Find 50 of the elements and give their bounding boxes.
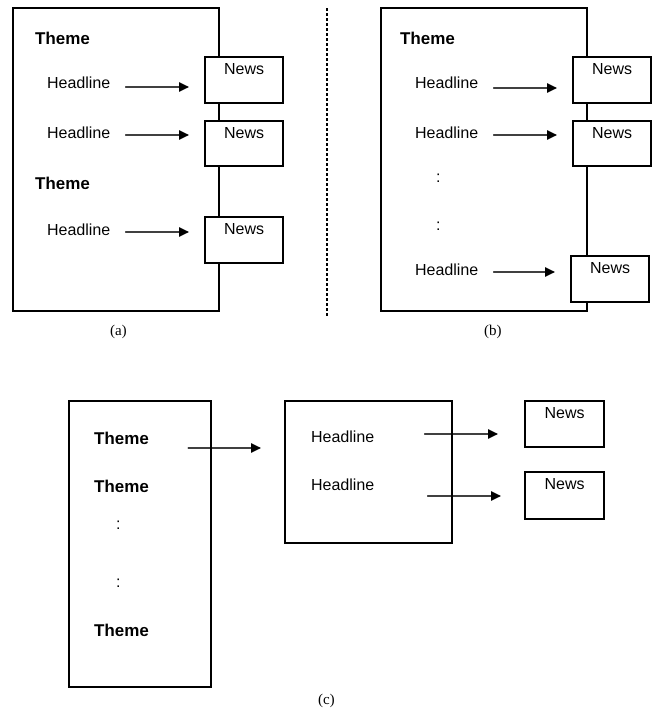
headline-text: Headline	[415, 124, 478, 144]
node-text: News	[224, 220, 264, 240]
headline-text: Headline	[47, 74, 110, 94]
node-text: News	[590, 259, 630, 279]
theme-heading: Theme	[94, 620, 149, 642]
news-box	[524, 471, 605, 520]
arrow	[125, 227, 189, 237]
arrow	[427, 491, 501, 501]
node-text: News	[592, 124, 632, 144]
theme-heading: Theme	[35, 173, 90, 194]
theme-heading: Theme	[35, 28, 90, 50]
panel-caption: (a)	[110, 322, 127, 341]
arrow	[125, 82, 189, 92]
panel-caption: (c)	[318, 691, 335, 710]
news-box	[572, 56, 652, 104]
arrow	[493, 130, 557, 140]
ellipsis-dots: :	[116, 573, 120, 593]
panel-box	[12, 7, 220, 312]
node-text: News	[224, 60, 264, 80]
news-box	[204, 56, 284, 104]
news-box	[570, 255, 650, 303]
headline-text: Headline	[415, 261, 478, 281]
headline-text: Headline	[415, 74, 478, 94]
theme-heading: Theme	[94, 476, 149, 498]
node-text: News	[224, 124, 264, 144]
ellipsis-dots: :	[436, 216, 440, 236]
headline-text: Headline	[47, 124, 110, 144]
panel-box	[284, 400, 453, 544]
node-text: News	[544, 404, 584, 424]
panel-box	[68, 400, 212, 688]
headline-text: Headline	[47, 221, 110, 241]
panel-box	[380, 7, 588, 312]
arrow	[188, 443, 261, 453]
news-box	[524, 400, 605, 448]
node-text: News	[544, 475, 584, 495]
arrow	[493, 83, 557, 93]
news-box	[204, 120, 284, 167]
node-text: News	[592, 60, 632, 80]
headline-text: Headline	[311, 428, 374, 448]
headline-text: Headline	[311, 476, 374, 496]
arrow	[125, 130, 189, 140]
ellipsis-dots: :	[116, 515, 120, 535]
theme-heading: Theme	[94, 428, 149, 450]
news-box	[204, 216, 284, 264]
arrow	[424, 429, 498, 439]
panel-caption: (b)	[484, 322, 502, 341]
news-box	[572, 120, 652, 167]
arrow	[493, 267, 555, 277]
ellipsis-dots: :	[436, 168, 440, 188]
theme-heading: Theme	[400, 28, 455, 50]
